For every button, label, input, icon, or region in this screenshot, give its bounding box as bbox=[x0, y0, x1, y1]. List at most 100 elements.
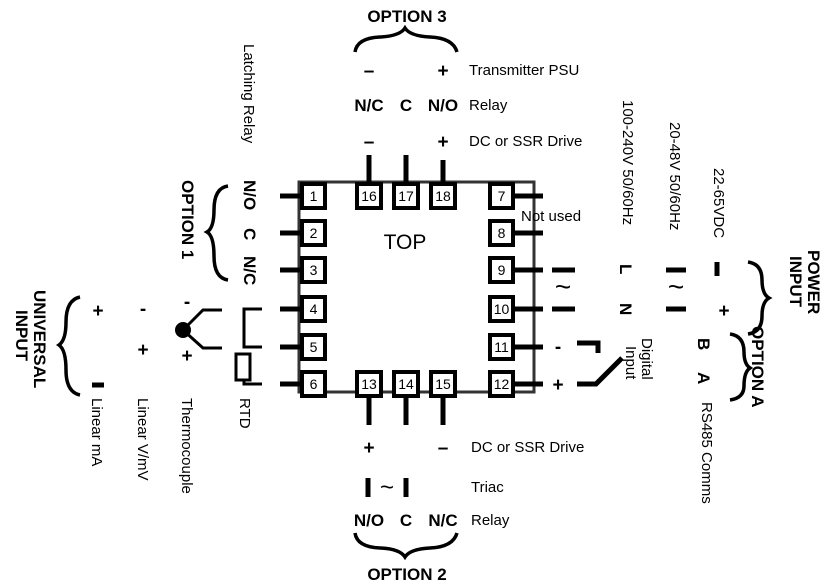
svg-text:-: - bbox=[184, 292, 190, 313]
option-2-title: OPTION 2 bbox=[367, 565, 446, 584]
transmitter-psu-label: Transmitter PSU bbox=[469, 62, 579, 79]
option-1-brace bbox=[203, 184, 229, 282]
svg-text:+: + bbox=[181, 346, 192, 367]
rtd-wire-lower bbox=[242, 380, 262, 386]
top-label: TOP bbox=[384, 231, 427, 254]
rtd-resistor bbox=[234, 352, 252, 382]
svg-text:–: – bbox=[364, 132, 375, 153]
svg-text:+: + bbox=[552, 375, 563, 396]
svg-text:C: C bbox=[400, 96, 412, 115]
svg-text:18: 18 bbox=[435, 188, 451, 204]
svg-text:L: L bbox=[616, 264, 635, 274]
universal-input: RTD - + Thermocouple - + Linear V/mV + L… bbox=[12, 290, 262, 494]
svg-text:11: 11 bbox=[494, 339, 509, 355]
svg-text:C: C bbox=[240, 228, 259, 240]
pin-9: 9 bbox=[488, 256, 515, 284]
triac-tilde: ~ bbox=[380, 474, 394, 501]
svg-text:-: - bbox=[555, 337, 561, 358]
svg-text:3: 3 bbox=[310, 262, 318, 278]
power-input-title-line2: INPUT bbox=[786, 256, 805, 308]
svg-text:B: B bbox=[694, 338, 713, 350]
svg-text:N/C: N/C bbox=[240, 256, 259, 285]
svg-text:N: N bbox=[616, 303, 635, 315]
linear-ma-label: Linear mA bbox=[88, 398, 105, 466]
svg-text:~: ~ bbox=[668, 271, 684, 302]
svg-text:15: 15 bbox=[435, 376, 451, 392]
svg-text:6: 6 bbox=[310, 376, 318, 392]
thermocouple-label: Thermocouple bbox=[178, 398, 195, 494]
option-2: + – DC or SSR Drive ~ Triac N/O C N/C Re… bbox=[353, 438, 584, 584]
pin-10: 10 bbox=[488, 295, 515, 323]
svg-text:C: C bbox=[400, 511, 412, 530]
right-side: Not used ~ 100-240V 50/60Hz L N 20-48V 5… bbox=[521, 100, 823, 504]
svg-text:A: A bbox=[694, 372, 713, 384]
svg-text:N/O: N/O bbox=[240, 180, 259, 210]
svg-text:1: 1 bbox=[310, 188, 318, 204]
svg-text:7: 7 bbox=[498, 188, 506, 204]
option-1: Latching Relay N/O C N/C OPTION 1 bbox=[178, 44, 259, 285]
digital-input-label-line2: Input bbox=[622, 346, 639, 380]
pin-13: 13 bbox=[355, 370, 383, 398]
relay-label-top: Relay bbox=[469, 97, 508, 114]
pin-5: 5 bbox=[300, 333, 327, 361]
svg-text:10: 10 bbox=[494, 301, 510, 317]
power-input-title-line1: POWER bbox=[804, 250, 823, 314]
option-2-brace bbox=[353, 532, 459, 561]
pin-16: 16 bbox=[355, 182, 383, 210]
power-20-48-label: 20-48V 50/60Hz bbox=[666, 122, 683, 230]
pin-1: 1 bbox=[300, 182, 327, 210]
thermocouple-wire-plus bbox=[181, 328, 222, 350]
power-input-brace bbox=[747, 260, 773, 336]
svg-text:9: 9 bbox=[498, 262, 506, 278]
svg-text:+: + bbox=[92, 301, 103, 322]
dc-ssr-drive-label-bottom: DC or SSR Drive bbox=[471, 439, 584, 456]
svg-text:16: 16 bbox=[361, 188, 377, 204]
pin-17: 17 bbox=[392, 182, 420, 210]
svg-text:12: 12 bbox=[494, 376, 510, 392]
pin-15: 15 bbox=[429, 370, 457, 398]
universal-input-title-line2: INPUT bbox=[12, 310, 31, 362]
option-3-title: OPTION 3 bbox=[367, 7, 446, 26]
pin-4: 4 bbox=[300, 295, 327, 323]
svg-text:2: 2 bbox=[310, 225, 318, 241]
thermocouple-wire-minus bbox=[181, 308, 222, 332]
pin-3: 3 bbox=[300, 256, 327, 284]
svg-text:–: – bbox=[438, 438, 449, 459]
svg-text:4: 4 bbox=[310, 301, 318, 317]
svg-text:–: – bbox=[364, 61, 375, 82]
latching-relay-label: Latching Relay bbox=[240, 44, 257, 144]
universal-input-brace bbox=[55, 295, 81, 397]
svg-text:8: 8 bbox=[498, 225, 506, 241]
relay-label-bottom: Relay bbox=[471, 512, 510, 529]
triac-label: Triac bbox=[471, 479, 504, 496]
dc-ssr-drive-label-top: DC or SSR Drive bbox=[469, 133, 582, 150]
pin-11: 11 bbox=[488, 333, 515, 361]
svg-text:13: 13 bbox=[361, 376, 377, 392]
option-a-brace bbox=[729, 332, 754, 402]
not-used-label: Not used bbox=[521, 208, 581, 225]
option-1-title: OPTION 1 bbox=[178, 180, 197, 259]
linear-vmv-label: Linear V/mV bbox=[134, 398, 151, 481]
pin-2: 2 bbox=[300, 219, 327, 247]
svg-text:N/C: N/C bbox=[428, 511, 457, 530]
pin-6: 6 bbox=[300, 370, 327, 398]
pin-18: 18 bbox=[429, 182, 457, 210]
svg-text:+: + bbox=[437, 132, 448, 153]
option-3: OPTION 3 – + Transmitter PSU N/C C N/O R… bbox=[353, 7, 582, 153]
pin-7: 7 bbox=[488, 182, 515, 210]
svg-text:+: + bbox=[137, 340, 148, 361]
right-pin-wires bbox=[515, 193, 543, 387]
svg-text:+: + bbox=[437, 61, 448, 82]
svg-text:5: 5 bbox=[310, 339, 318, 355]
top-pin-wires bbox=[366, 155, 446, 185]
svg-text:N/O: N/O bbox=[428, 96, 458, 115]
option-a-title: OPTION A bbox=[748, 326, 767, 408]
pin-12: 12 bbox=[488, 370, 515, 398]
power-22-65-label: 22-65VDC bbox=[710, 168, 727, 238]
svg-text:N/O: N/O bbox=[354, 511, 384, 530]
digital-input-label-line1: Digital bbox=[638, 338, 655, 380]
rtd-wire-upper bbox=[242, 307, 262, 349]
svg-text:-: - bbox=[140, 299, 146, 320]
option-3-brace bbox=[353, 24, 459, 53]
